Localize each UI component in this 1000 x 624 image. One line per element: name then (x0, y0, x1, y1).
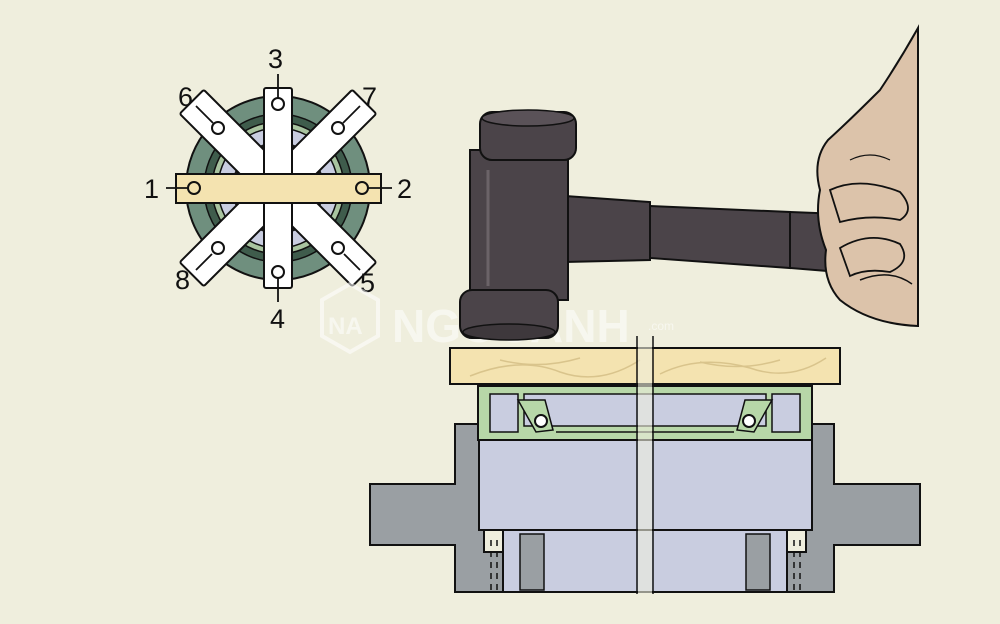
watermark-suffix: .com (648, 319, 674, 333)
order-label-8: 8 (175, 265, 190, 295)
leader-lines (166, 74, 392, 302)
horizontal-wood-bar-1-2 (175, 173, 382, 204)
top-view-seal-diagram: 1 2 3 4 5 6 7 8 (144, 44, 412, 334)
order-label-1: 1 (144, 174, 159, 204)
order-label-3: 3 (268, 44, 283, 74)
hand-holding-mallet (816, 24, 919, 328)
watermark-logo: NA (328, 313, 363, 340)
order-label-7: 7 (362, 82, 377, 112)
order-label-6: 6 (178, 82, 193, 112)
shaft-centerline (636, 336, 654, 594)
order-label-4: 4 (270, 304, 285, 334)
order-label-2: 2 (397, 174, 412, 204)
mallet (459, 109, 841, 341)
